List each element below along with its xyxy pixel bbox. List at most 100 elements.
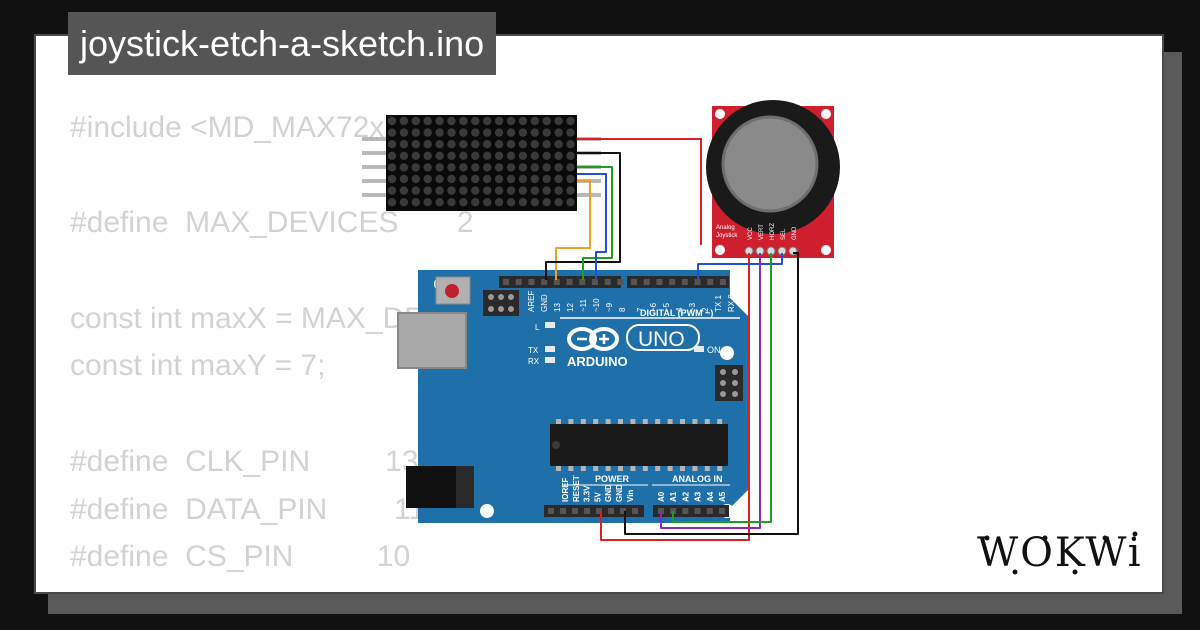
digital-pin-label: 12 (566, 303, 575, 312)
atmega-chip (550, 419, 728, 471)
matrix-dot (387, 151, 397, 160)
matrix-dot (542, 198, 551, 207)
power-label: POWER (595, 474, 630, 484)
joystick-label-2: Joystick (716, 233, 738, 239)
matrix-dot (471, 174, 480, 184)
matrix-dot (483, 186, 492, 195)
header-hole (528, 279, 535, 285)
wire-black-matrix-gnd (545, 152, 621, 280)
header-hole (560, 508, 566, 514)
logo-dot (1072, 569, 1078, 575)
digital-pin-label: GND (540, 294, 549, 312)
matrix-dot (530, 140, 539, 149)
matrix-dot (506, 128, 516, 137)
matrix-dot (471, 128, 480, 137)
matrix-dot (435, 186, 444, 195)
digital-pin-label: ~3 (688, 302, 697, 312)
matrix-dot (506, 186, 516, 195)
matrix-dot (530, 163, 539, 172)
matrix-dot (435, 128, 444, 137)
wire-green-matrix (577, 166, 613, 280)
matrix-dot (447, 128, 456, 137)
logo-dot (1042, 535, 1048, 541)
matrix-dot (530, 174, 539, 184)
header-hole (620, 508, 626, 514)
matrix-dot (399, 198, 409, 207)
header-hole (707, 279, 714, 285)
mount-hole (480, 504, 494, 518)
wokwi-logo[interactable]: WOKWi (975, 528, 1151, 576)
logo-dot (1132, 531, 1138, 537)
matrix-dot (542, 116, 551, 126)
matrix-dot (542, 163, 551, 172)
header-hole (631, 279, 637, 285)
wire-red-top (577, 138, 702, 245)
matrix-dot (542, 151, 551, 160)
matrix-dot (435, 198, 444, 207)
wire-green-horz (672, 253, 772, 523)
header-hole (694, 279, 701, 285)
digital-pin-label: ~9 (605, 302, 614, 312)
header-hole (604, 279, 611, 285)
wire-purple-vert (660, 253, 761, 529)
matrix-dot (554, 116, 563, 126)
matrix-dot (518, 174, 528, 184)
matrix-dot (411, 151, 420, 160)
matrix-dot (518, 163, 528, 172)
code-line: #define CS_PIN 10 (70, 540, 411, 574)
matrix-dot (483, 151, 492, 160)
arduino-brand: ARDUINO (567, 354, 628, 369)
matrix-dot (530, 116, 539, 126)
power-pin-label: GND (604, 484, 613, 502)
power-pin-label: IOREF (561, 477, 570, 502)
matrix-dot (518, 116, 528, 126)
icsp-header-right (715, 365, 743, 401)
matrix-dot (483, 128, 492, 137)
matrix-dot (387, 116, 397, 126)
matrix-dot (411, 116, 420, 126)
digital-pin-label: ~5 (662, 302, 671, 312)
joystick-label-1: Analog (716, 225, 735, 231)
reset-button[interactable] (445, 284, 459, 298)
matrix-dot (542, 174, 551, 184)
analog-pin-label: A2 (681, 491, 690, 502)
header-hole (706, 508, 713, 514)
wires (545, 138, 799, 541)
wire-blue-matrix (577, 173, 607, 280)
matrix-dot (399, 163, 409, 172)
digital-pin-label: AREF (527, 291, 536, 312)
led-matrix-module[interactable] (362, 115, 601, 211)
arduino-model: UNO (638, 328, 685, 351)
matrix-dot (566, 140, 575, 149)
header-hole (669, 279, 676, 285)
usb-connector (397, 312, 467, 369)
svg-text:GND: GND (792, 226, 798, 240)
header-hole (591, 279, 598, 285)
matrix-dot (566, 186, 575, 195)
matrix-dot (411, 128, 420, 137)
matrix-dot (399, 174, 409, 184)
svg-text:VERT: VERT (759, 224, 765, 240)
power-pin-label: GND (615, 484, 624, 502)
matrix-dot (411, 174, 420, 184)
power-header (544, 505, 644, 517)
power-pin-label: 5V (593, 492, 602, 502)
joystick-module[interactable]: Analog Joystick VCC VERT HORZ SEL GND (706, 100, 840, 258)
matrix-dot (399, 151, 409, 160)
matrix-dot (459, 151, 468, 160)
icsp-header-small (483, 290, 519, 316)
project-title[interactable]: joystick-etch-a-sketch.ino (68, 12, 497, 75)
matrix-dot (459, 163, 468, 172)
matrix-dot (506, 163, 516, 172)
matrix-dot (471, 163, 480, 172)
matrix-dot (554, 163, 563, 172)
matrix-dot (530, 128, 539, 137)
matrix-dot-grid (387, 116, 575, 207)
matrix-dot (459, 116, 468, 126)
matrix-dot (399, 140, 409, 149)
mount-hole (715, 109, 725, 119)
